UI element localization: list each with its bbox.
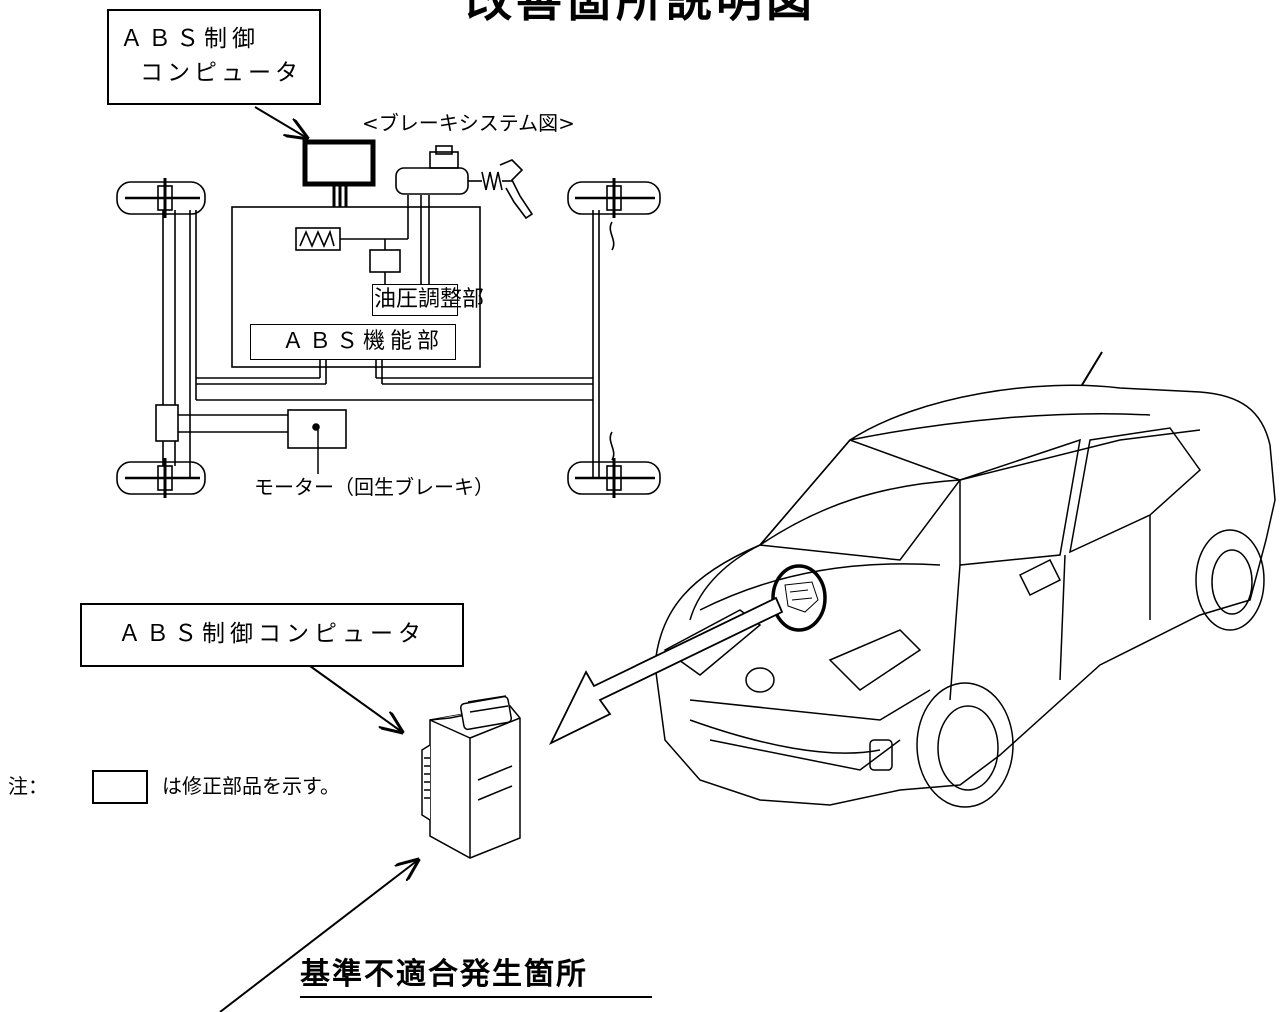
- part-location-circle: [771, 564, 827, 632]
- abs-function-box: [250, 324, 456, 360]
- page-title: 改善箇所説明図: [466, 0, 816, 27]
- motor-box: [287, 409, 347, 449]
- note-suffix: は修正部品を示す。: [162, 774, 340, 798]
- callout-top-line1: ＡＢＳ制御: [120, 26, 260, 52]
- big-hollow-arrow: [549, 596, 784, 745]
- callout-arrow-bottom: [309, 665, 402, 732]
- callout-arrow-top: [254, 106, 307, 138]
- abs-actuator-block: [231, 206, 481, 368]
- defect-label-underline: [300, 996, 652, 998]
- wheel-rear-right: [567, 458, 661, 498]
- wheel-front-left: [116, 178, 206, 218]
- brake-system-diagram: [116, 139, 661, 498]
- abs-function-label: ＡＢＳ機能部: [282, 329, 445, 354]
- callout-box-bottom: [80, 603, 464, 667]
- defect-location-label: 基準不適合発生箇所: [300, 957, 588, 992]
- hydraulic-unit-box: [372, 284, 458, 316]
- abs-computer-box: [302, 139, 376, 187]
- abs-computer-illustration: [421, 695, 521, 859]
- wheel-rear-left: [116, 458, 206, 498]
- master-cylinder: [395, 145, 534, 220]
- callout-box-top: [107, 9, 321, 105]
- motor-label: モーター（回生ブレーキ）: [254, 474, 494, 500]
- note-legend-box: [92, 770, 148, 804]
- callout-bottom-label: ＡＢＳ制御コンピュータ: [118, 621, 426, 647]
- reduction-gear: [155, 404, 179, 442]
- callout-top-line2: コンピュータ: [140, 60, 302, 86]
- diagram-caption: <ブレーキシステム図>: [362, 111, 575, 135]
- wheel-front-right: [567, 178, 661, 218]
- note-prefix: 注：: [8, 774, 48, 798]
- car-illustration: [654, 351, 1276, 808]
- hydraulic-unit-label: 油圧調整部: [374, 287, 485, 312]
- defect-arrow: [219, 860, 418, 1012]
